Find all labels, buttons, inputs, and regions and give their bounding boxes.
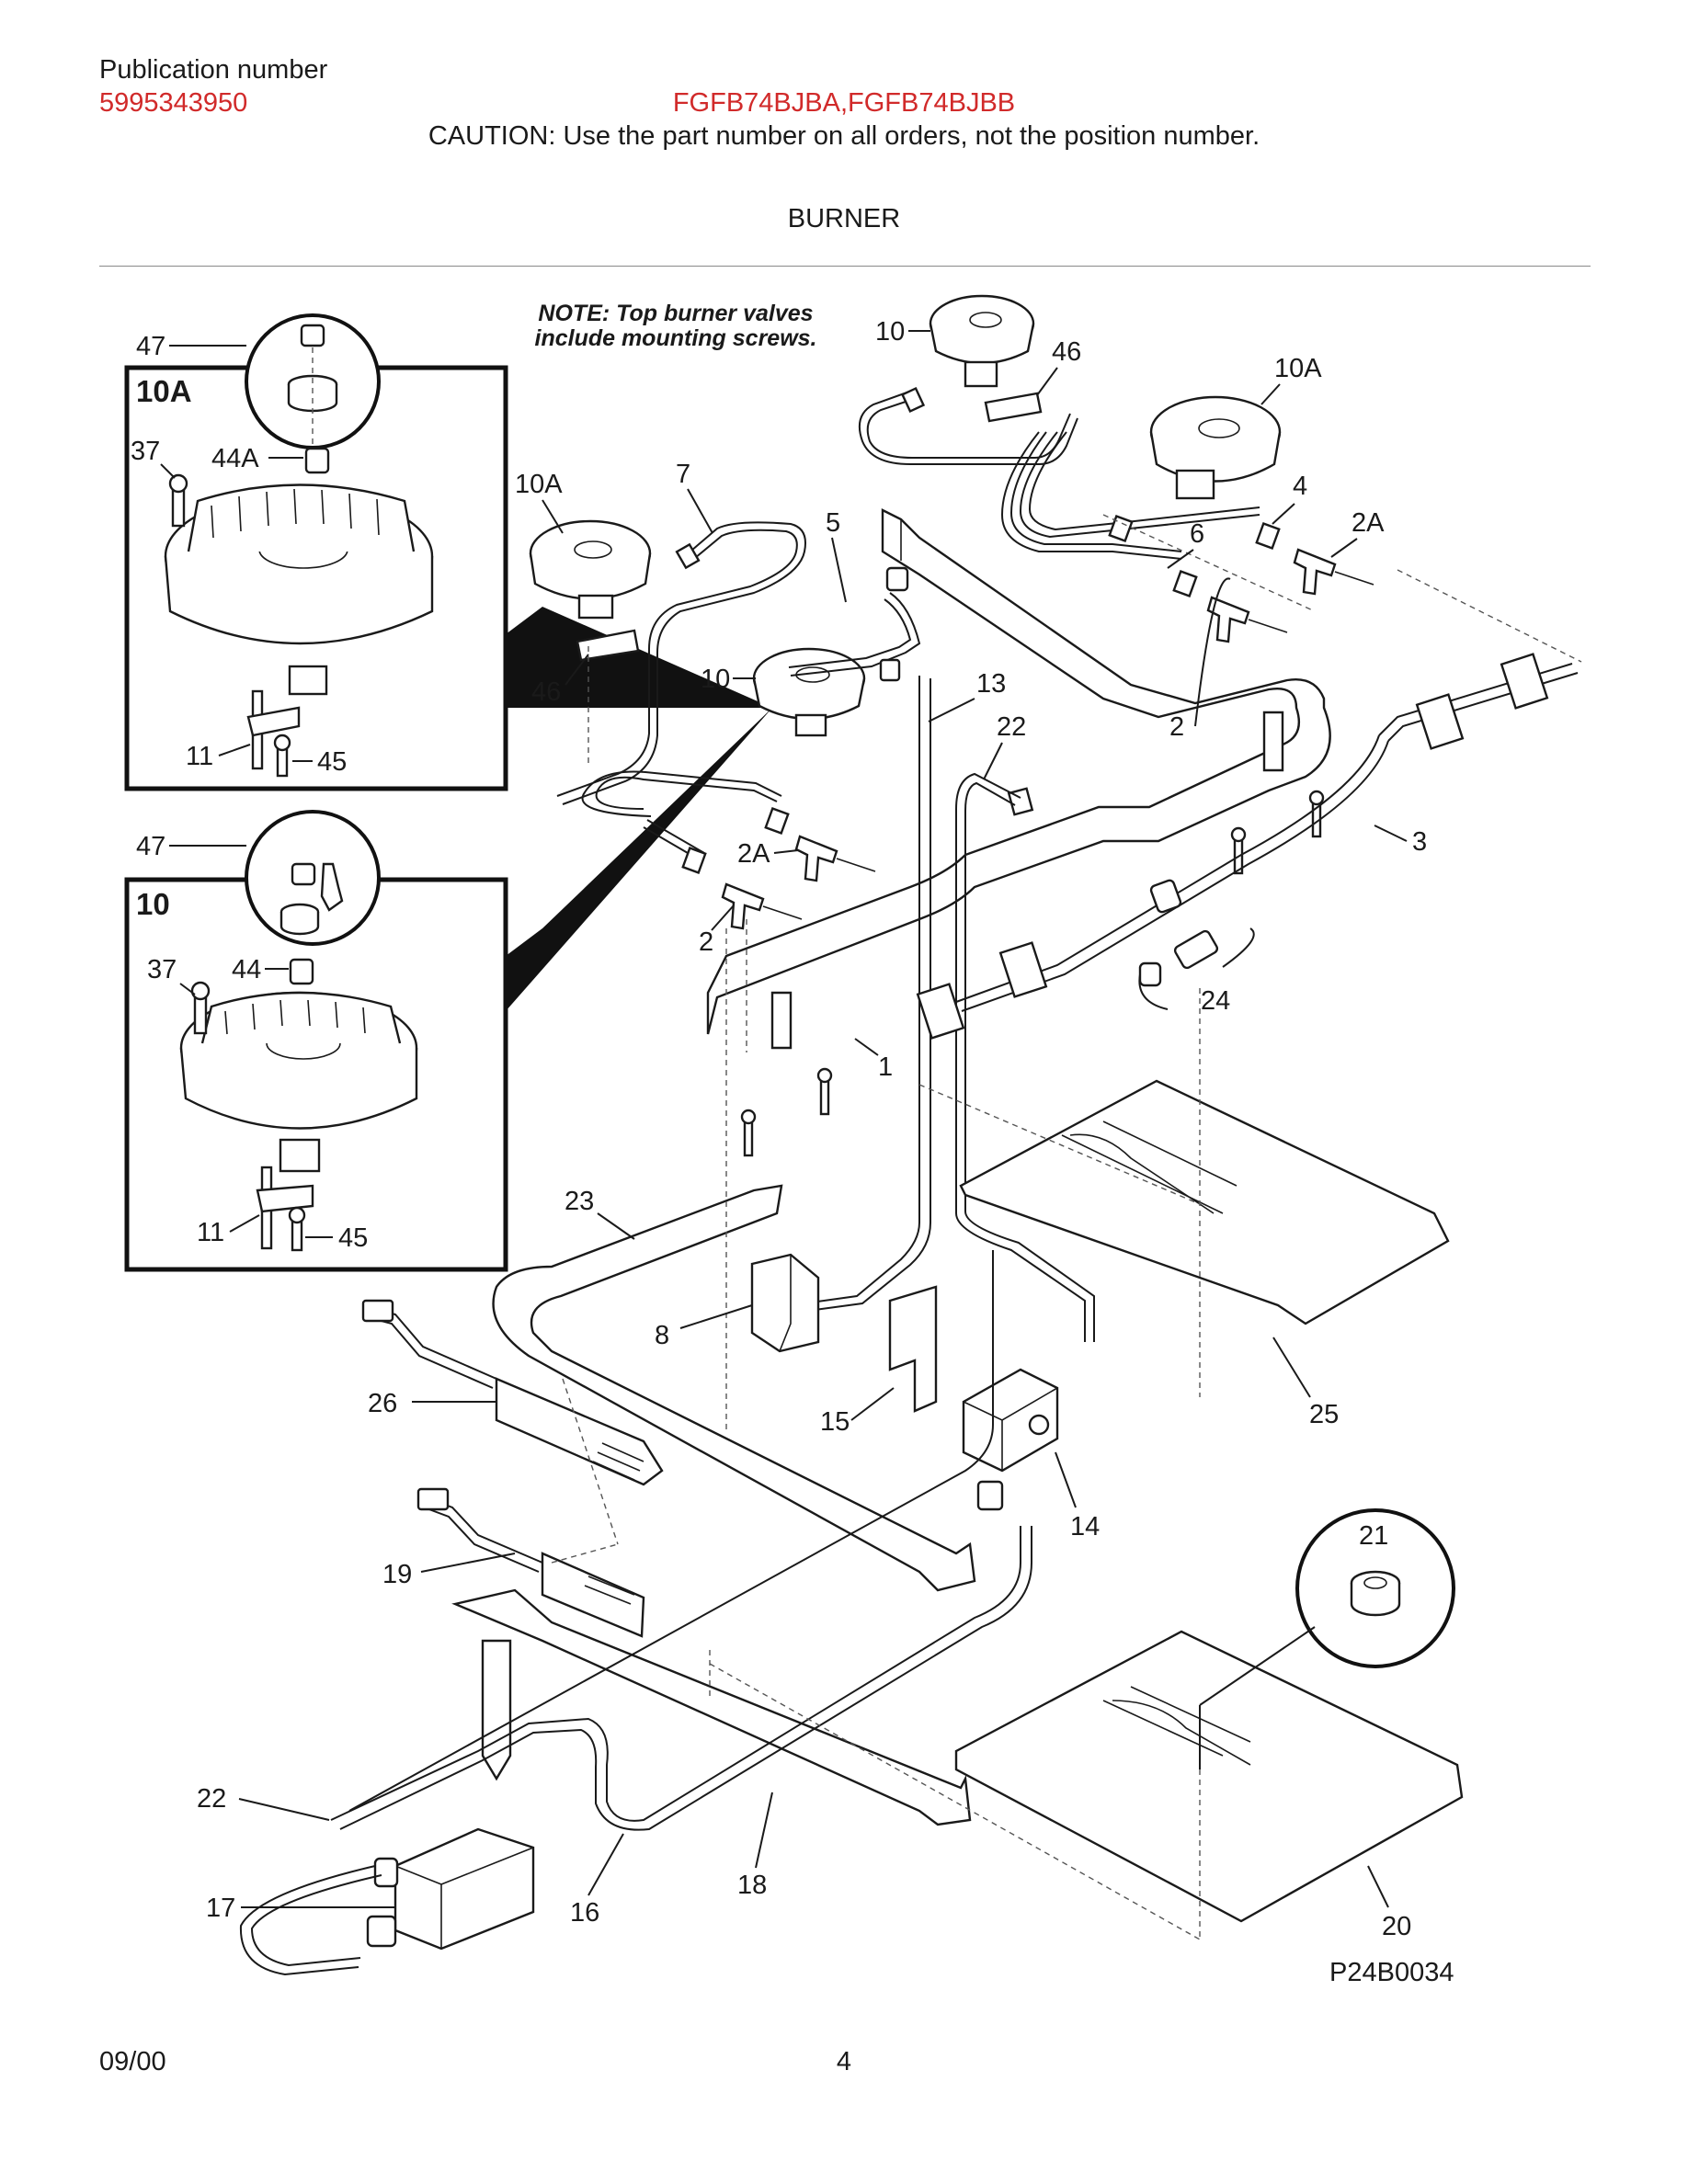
tube-to-2a <box>595 776 778 810</box>
callout-8: 8 <box>655 1321 669 1350</box>
top-burner-10-mid <box>752 647 866 737</box>
callout-47-10a: 47 <box>136 332 165 361</box>
caution-text: CAUTION: Use the part number on all orde… <box>428 121 1260 151</box>
callout-10a-top: 10A <box>1274 354 1322 383</box>
callout-11-10a: 11 <box>186 742 213 771</box>
fittings-top <box>675 386 1281 874</box>
callout-2-mid: 2 <box>699 927 713 957</box>
callout-15: 15 <box>820 1407 850 1437</box>
callout-2a-mid: 2A <box>737 839 770 869</box>
callout-45-10a: 45 <box>317 747 347 777</box>
inset-box-10a: 10A 47 37 44A 11 <box>124 313 772 791</box>
callout-46-top: 46 <box>1052 337 1081 367</box>
callout-17: 17 <box>206 1894 235 1923</box>
callout-22-bottom: 22 <box>197 1784 226 1814</box>
callout-6: 6 <box>1190 519 1204 549</box>
igniter-26 <box>361 1299 664 1486</box>
callouts-main: 10A 7 5 46 10 2A 2 1 10 46 10A 4 2A 6 13… <box>197 317 1427 1941</box>
bracket-46-top <box>984 392 1043 423</box>
bake-burner-23 <box>492 1184 976 1592</box>
broil-burner-25 <box>959 1079 1450 1325</box>
callout-46-left: 46 <box>531 677 561 707</box>
callout-16: 16 <box>570 1898 599 1928</box>
burner-plate-20 <box>954 1630 1464 1923</box>
leader-21 <box>1199 1626 1316 1706</box>
harness-3 <box>955 734 1380 1003</box>
bracket-15 <box>888 1285 938 1413</box>
cap-screw-44 <box>289 958 314 985</box>
callout-1: 1 <box>878 1052 893 1082</box>
note-line-1: NOTE: Top burner valves <box>538 301 813 326</box>
tube-22-top <box>955 772 1086 1342</box>
callout-37-10: 37 <box>147 955 177 984</box>
callout-14: 14 <box>1070 1512 1100 1541</box>
cap-screw-44a <box>304 447 330 474</box>
tube-5 <box>790 592 921 677</box>
top-burner-10a-left <box>529 519 652 620</box>
callout-10-mid: 10 <box>701 665 730 694</box>
model-numbers: FGFB74BJBA,FGFB74BJBB <box>672 88 1016 118</box>
callout-2-right: 2 <box>1169 712 1184 742</box>
callout-4: 4 <box>1293 472 1307 501</box>
inset-10a-title: 10A <box>136 374 192 408</box>
burner-base-10a <box>164 483 434 696</box>
callout-13: 13 <box>976 669 1006 699</box>
harness-clips <box>916 653 1549 1040</box>
alignment-lines <box>551 514 1582 1940</box>
footer-page-number: 4 <box>836 2047 852 2076</box>
publication-label: Publication number <box>99 55 328 85</box>
note-line-2: include mounting screws. <box>535 325 817 351</box>
regulator-14 <box>962 1368 1059 1473</box>
header-divider <box>99 266 1591 267</box>
callout-3: 3 <box>1412 827 1427 857</box>
callout-20: 20 <box>1382 1912 1411 1941</box>
zoom-wedge-10a <box>506 607 772 708</box>
callout-22-top: 22 <box>997 712 1026 742</box>
callout-19: 19 <box>382 1560 412 1589</box>
igniter-8 <box>750 1253 820 1353</box>
callout-37-10a: 37 <box>131 437 160 466</box>
callout-45-10: 45 <box>338 1223 368 1253</box>
zoom-wedge-10 <box>506 708 772 1011</box>
tube-main-return <box>348 1250 994 1812</box>
tube-22-bottom <box>239 1865 376 1976</box>
callout-23: 23 <box>565 1187 594 1216</box>
footer-date: 09/00 <box>99 2047 166 2076</box>
tube-16 <box>330 1526 1021 1822</box>
callout-5: 5 <box>826 508 840 538</box>
inset-box-10: 10 47 37 44 11 45 <box>124 708 772 1272</box>
tees <box>721 548 1374 930</box>
burner-base-10 <box>179 991 418 1173</box>
callout-47-10: 47 <box>136 832 165 861</box>
callout-44: 44 <box>232 955 261 984</box>
callout-10a-left: 10A <box>515 470 563 499</box>
bracket-46-left <box>576 629 640 662</box>
callout-7: 7 <box>676 460 690 489</box>
tube-7 <box>562 521 806 805</box>
callout-26: 26 <box>368 1389 397 1418</box>
igniter-19 <box>416 1487 645 1638</box>
figure-id: P24B0034 <box>1329 1958 1454 1987</box>
callout-24: 24 <box>1201 986 1230 1016</box>
top-burner-10-top <box>929 294 1035 388</box>
callout-21: 21 <box>1359 1521 1388 1551</box>
section-title: BURNER <box>787 204 901 233</box>
detail-circle-21 <box>1295 1508 1455 1668</box>
tube-upper-left <box>859 390 1078 465</box>
inset-10-title: 10 <box>136 887 170 921</box>
callout-25: 25 <box>1309 1400 1339 1429</box>
callout-18: 18 <box>737 1871 767 1900</box>
callout-2a-right: 2A <box>1352 508 1385 538</box>
top-burner-10a-right <box>1149 395 1282 500</box>
bake-burner-18 <box>451 1588 972 1826</box>
publication-number: 5995343950 <box>99 88 248 118</box>
manifold-pipe-1 <box>706 508 1331 1035</box>
callout-11-10: 11 <box>197 1218 224 1247</box>
callout-10-top: 10 <box>875 317 905 347</box>
valve-17 <box>366 1827 535 1951</box>
callout-44a: 44A <box>211 444 259 473</box>
orifice-24 <box>1138 879 1219 987</box>
